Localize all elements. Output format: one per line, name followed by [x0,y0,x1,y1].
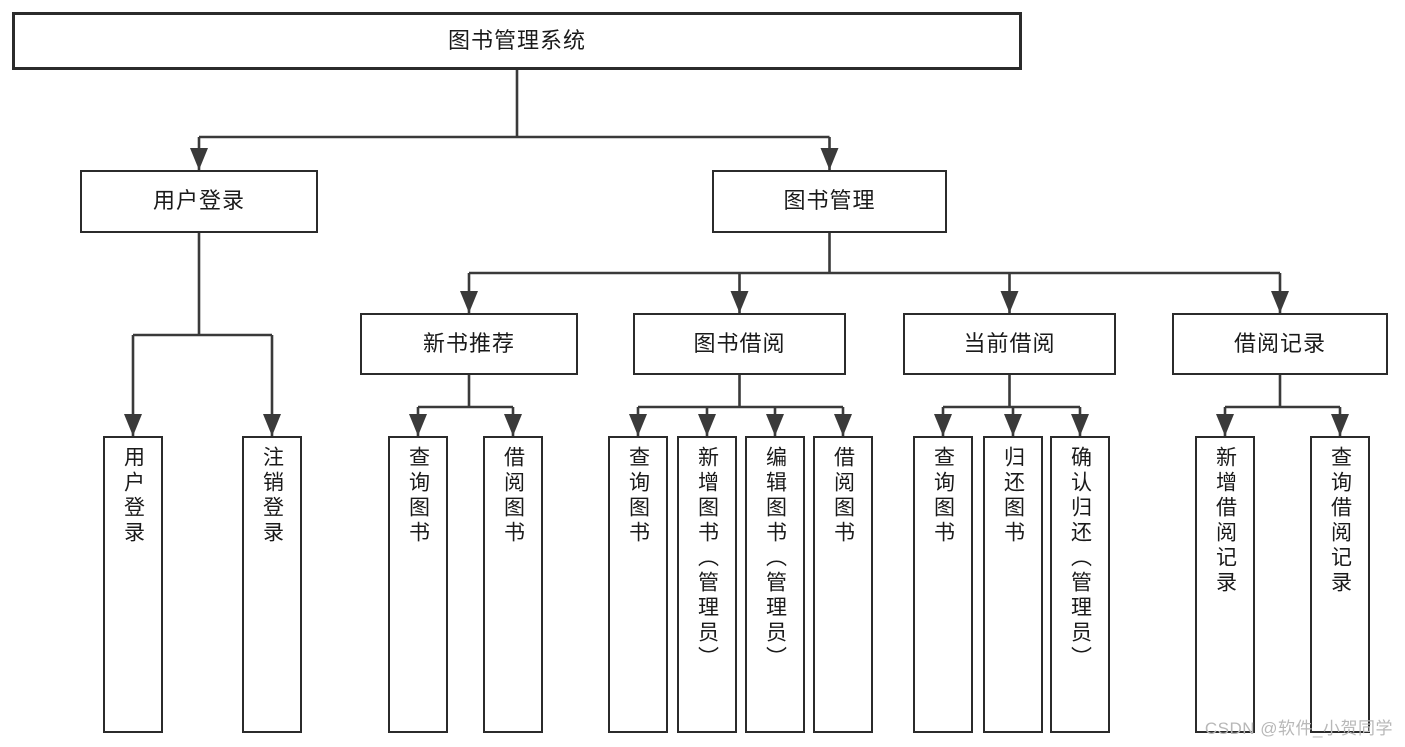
node-leaf1[interactable]: 用户登录 [103,436,163,733]
arrowhead-icon [190,148,208,170]
node-label: 用户登录 [121,446,145,546]
node-label: 归还图书 [1001,446,1025,546]
arrowhead-icon [1004,414,1022,436]
node-leaf10[interactable]: 归还图书 [983,436,1043,733]
arrowhead-icon [834,414,852,436]
arrowhead-icon [1331,414,1349,436]
arrowhead-icon [504,414,522,436]
node-leaf11[interactable]: 确认归还（管理员） [1050,436,1110,733]
node-label: 图书管理系统 [447,27,586,53]
arrowhead-icon [409,414,427,436]
node-root[interactable]: 图书管理系统 [12,12,1022,70]
node-label: 查询图书 [931,446,955,546]
node-label: 当前借阅 [963,330,1056,356]
node-leaf13[interactable]: 查询借阅记录 [1310,436,1370,733]
node-leaf9[interactable]: 查询图书 [913,436,973,733]
arrowhead-icon [730,291,749,313]
watermark-text: CSDN @软件_小贺同学 [1204,719,1393,738]
node-label: 借阅图书 [831,446,855,546]
node-label: 查询借阅记录 [1328,446,1352,596]
node-label: 注销登录 [260,446,284,546]
node-label: 查询图书 [406,446,430,546]
node-label: 借阅图书 [501,446,525,546]
node-label: 新增借阅记录 [1213,446,1237,596]
arrowhead-icon [1071,414,1089,436]
node-label: 编辑图书（管理员） [763,446,787,671]
arrowhead-icon [460,291,478,313]
node-leaf4[interactable]: 借阅图书 [483,436,543,733]
node-borrow[interactable]: 图书借阅 [633,313,846,375]
node-leaf5[interactable]: 查询图书 [608,436,668,733]
node-bookmgmt[interactable]: 图书管理 [712,170,947,233]
node-label: 用户登录 [152,188,245,214]
node-leaf3[interactable]: 查询图书 [388,436,448,733]
node-newbook[interactable]: 新书推荐 [360,313,578,375]
node-leaf6[interactable]: 新增图书（管理员） [677,436,737,733]
arrowhead-icon [124,414,142,436]
node-leaf8[interactable]: 借阅图书 [813,436,873,733]
arrowhead-icon [698,414,716,436]
arrowhead-icon [766,414,784,436]
arrowhead-icon [820,148,839,170]
node-label: 确认归还（管理员） [1068,446,1092,671]
node-label: 新书推荐 [422,330,515,356]
node-leaf2[interactable]: 注销登录 [242,436,302,733]
node-leaf7[interactable]: 编辑图书（管理员） [745,436,805,733]
arrowhead-icon [629,414,647,436]
arrowhead-icon [1000,291,1019,313]
arrowhead-icon [1271,291,1289,313]
node-label: 新增图书（管理员） [695,446,719,671]
node-login[interactable]: 用户登录 [80,170,318,233]
node-label: 查询图书 [626,446,650,546]
arrowhead-icon [934,414,952,436]
node-label: 借阅记录 [1233,330,1326,356]
node-current[interactable]: 当前借阅 [903,313,1116,375]
arrowhead-icon [263,414,281,436]
node-label: 图书管理 [783,188,876,214]
node-label: 图书借阅 [693,330,786,356]
node-leaf12[interactable]: 新增借阅记录 [1195,436,1255,733]
arrowhead-icon [1216,414,1234,436]
node-records[interactable]: 借阅记录 [1172,313,1388,375]
